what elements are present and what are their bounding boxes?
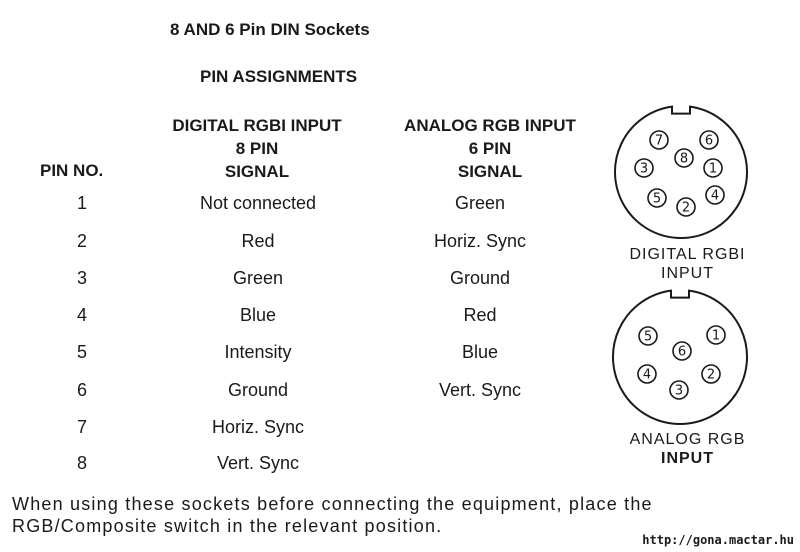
- digital-column-header: DIGITAL RGBI INPUT 8 PIN SIGNAL: [150, 114, 364, 183]
- digital-socket-pin-ring: [703, 158, 723, 178]
- analog-signal: Vert. Sync: [438, 380, 522, 400]
- digital-socket-pin-label: 2: [682, 201, 690, 216]
- analog-socket-pin-label: 1: [712, 329, 720, 344]
- digital-socket-pin-label: 1: [709, 162, 717, 177]
- digital-signal: Ground: [227, 380, 289, 400]
- analog-socket-pin-label: 5: [644, 330, 652, 345]
- analog-caption-line2: INPUT: [661, 450, 714, 467]
- digital-socket-pin-4: 4: [705, 185, 725, 205]
- digital-socket-pin-ring: [699, 130, 719, 150]
- digital-signal: Not connected: [199, 193, 317, 213]
- digital-signal: Intensity: [224, 342, 292, 362]
- analog-signal: Red: [463, 305, 497, 325]
- analog-socket-pin-2: 2: [701, 364, 721, 384]
- digital-socket-pin-label: 4: [711, 189, 719, 204]
- digital-socket-pin-3: 3: [634, 158, 654, 178]
- digital-socket-pin-label: 3: [640, 162, 648, 177]
- pin-number: 2: [76, 231, 87, 251]
- digital-socket-caption: DIGITAL RGBI INPUT: [605, 245, 770, 283]
- page-title: 8 AND 6 Pin DIN Sockets: [170, 20, 370, 39]
- digital-signal: Red: [241, 231, 275, 251]
- analog-socket-outline: [612, 289, 748, 425]
- digital-signal: Green: [232, 268, 284, 288]
- digital-socket-pin-7: 7: [649, 130, 669, 150]
- digital-socket-pin-1: 1: [703, 158, 723, 178]
- digital-socket-pin-2: 2: [676, 197, 696, 217]
- analog-socket-pin-ring: [669, 380, 689, 400]
- page-subtitle: PIN ASSIGNMENTS: [200, 67, 358, 86]
- analog-signal: Horiz. Sync: [433, 231, 527, 251]
- digital-signal: Blue: [239, 305, 277, 325]
- analog-signal: Ground: [449, 268, 511, 288]
- analog-signal: Blue: [461, 342, 499, 362]
- digital-socket-pin-label: 5: [653, 192, 661, 207]
- digital-header-line3: SIGNAL: [224, 162, 290, 181]
- pin-number: 4: [76, 305, 87, 325]
- digital-caption-line2: INPUT: [661, 265, 714, 282]
- digital-socket-pin-ring: [647, 188, 667, 208]
- analog-socket-pin-label: 4: [643, 368, 651, 383]
- analog-socket-pin-label: 3: [675, 384, 683, 399]
- digital-socket-pin-ring: [676, 197, 696, 217]
- analog-header-line2: 6 PIN: [468, 139, 512, 158]
- analog-socket-caption: ANALOG RGB INPUT: [605, 430, 770, 468]
- digital-socket-pin-ring: [634, 158, 654, 178]
- analog-socket-pin-ring: [706, 325, 726, 345]
- analog-socket-pin-label: 6: [678, 345, 686, 360]
- pin-number: 3: [76, 268, 87, 288]
- digital-socket-pin-6: 6: [699, 130, 719, 150]
- analog-rgb-socket-icon: 1 2 3 4 5 6: [612, 289, 748, 425]
- analog-socket-pin-label: 2: [707, 368, 715, 383]
- analog-socket-pin-ring: [638, 326, 658, 346]
- analog-socket-pin-ring: [637, 364, 657, 384]
- analog-socket-pin-5: 5: [638, 326, 658, 346]
- digital-socket-pin-label: 7: [655, 134, 663, 149]
- digital-signal: Vert. Sync: [216, 453, 300, 473]
- pin-number: 7: [76, 417, 87, 437]
- analog-socket-pin-6: 6: [672, 341, 692, 361]
- analog-header-line1: ANALOG RGB INPUT: [404, 116, 576, 135]
- pin-number: 6: [76, 380, 87, 400]
- analog-socket-pin-4: 4: [637, 364, 657, 384]
- digital-socket-pin-8: 8: [674, 148, 694, 168]
- digital-socket-pin-ring: [674, 148, 694, 168]
- digital-signal: Horiz. Sync: [211, 417, 305, 437]
- digital-socket-outline: [614, 105, 748, 239]
- digital-rgbi-socket-icon: 1 2 3 4 5 6 7 8: [614, 105, 748, 239]
- digital-header-line2: 8 PIN: [235, 139, 279, 158]
- analog-signal: Green: [454, 193, 506, 213]
- digital-caption-line1: DIGITAL RGBI: [629, 246, 746, 263]
- pin-number: 8: [76, 453, 87, 473]
- digital-header-line1: DIGITAL RGBI INPUT: [172, 116, 342, 135]
- pin-number: 5: [76, 342, 87, 362]
- analog-socket-pin-1: 1: [706, 325, 726, 345]
- usage-note: When using these sockets before connecti…: [12, 494, 653, 536]
- pin-no-header: PIN NO.: [40, 161, 104, 180]
- digital-socket-pin-5: 5: [647, 188, 667, 208]
- digital-socket-pin-ring: [705, 185, 725, 205]
- analog-column-header: ANALOG RGB INPUT 6 PIN SIGNAL: [390, 114, 590, 183]
- digital-socket-pin-ring: [649, 130, 669, 150]
- analog-socket-pin-3: 3: [669, 380, 689, 400]
- analog-caption-line1: ANALOG RGB: [629, 431, 746, 448]
- digital-socket-pin-label: 8: [680, 152, 688, 167]
- analog-header-line3: SIGNAL: [457, 162, 523, 181]
- digital-socket-pin-label: 6: [705, 134, 713, 149]
- analog-socket-pin-ring: [701, 364, 721, 384]
- pin-number: 1: [76, 193, 87, 213]
- source-url: http://gona.mactar.hu: [642, 533, 794, 547]
- analog-socket-pin-ring: [672, 341, 692, 361]
